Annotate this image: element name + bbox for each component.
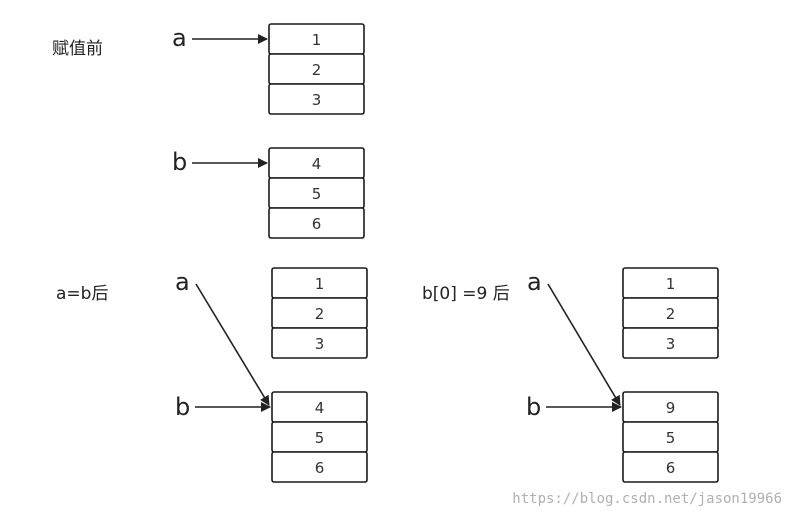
variable-b-label: b [175,393,190,421]
list-cell: 6 [271,451,368,483]
cell-value: 1 [312,31,322,49]
section-label-after-assign: a=b后 [56,284,108,304]
list-old-after-modify: 1 2 3 [622,267,719,359]
cell-value: 5 [312,185,322,203]
list-cell: 2 [271,297,368,329]
cell-value: 5 [315,429,325,447]
pointer-arrow-a-diagonal [547,283,621,406]
cell-value: 2 [315,305,325,323]
list-cell: 4 [271,391,368,423]
list-shared-after-assign: 4 5 6 [271,391,368,483]
cell-value: 5 [666,429,676,447]
variable-a-label: a [172,24,187,52]
pointer-arrow-a-diagonal [195,283,270,406]
list-shared-after-modify: 9 5 6 [622,391,719,483]
list-cell: 9 [622,391,719,423]
list-cell: 1 [268,23,365,55]
section-label-before: 赋值前 [52,39,103,59]
list-cell: 1 [622,267,719,299]
list-cell: 1 [271,267,368,299]
variable-b-label: b [526,393,541,421]
list-b-before: 4 5 6 [268,147,365,239]
cell-value: 2 [312,61,322,79]
cell-value: 4 [312,155,322,173]
list-a-before: 1 2 3 [268,23,365,115]
cell-value: 1 [666,275,676,293]
list-cell: 3 [271,327,368,359]
cell-value: 6 [666,459,676,477]
list-cell: 3 [622,327,719,359]
list-cell: 5 [268,177,365,209]
cell-value: 3 [666,335,676,353]
cell-value: 3 [312,91,322,109]
list-cell: 2 [268,53,365,85]
cell-value: 1 [315,275,325,293]
list-cell: 5 [271,421,368,453]
list-cell: 6 [622,451,719,483]
variable-a-label: a [175,268,190,296]
section-label-after-modify: b[0] =9 后 [422,284,510,304]
variable-a-label: a [527,268,542,296]
variable-b-label: b [172,148,187,176]
cell-value: 3 [315,335,325,353]
cell-value: 4 [315,399,325,417]
cell-value: 6 [312,215,322,233]
list-cell: 6 [268,207,365,239]
cell-value: 6 [315,459,325,477]
list-cell: 3 [268,83,365,115]
cell-value: 9 [666,399,676,417]
watermark-url: https://blog.csdn.net/jason19966 [512,491,782,507]
list-old-after-assign: 1 2 3 [271,267,368,359]
list-cell: 5 [622,421,719,453]
list-cell: 4 [268,147,365,179]
cell-value: 2 [666,305,676,323]
list-cell: 2 [622,297,719,329]
